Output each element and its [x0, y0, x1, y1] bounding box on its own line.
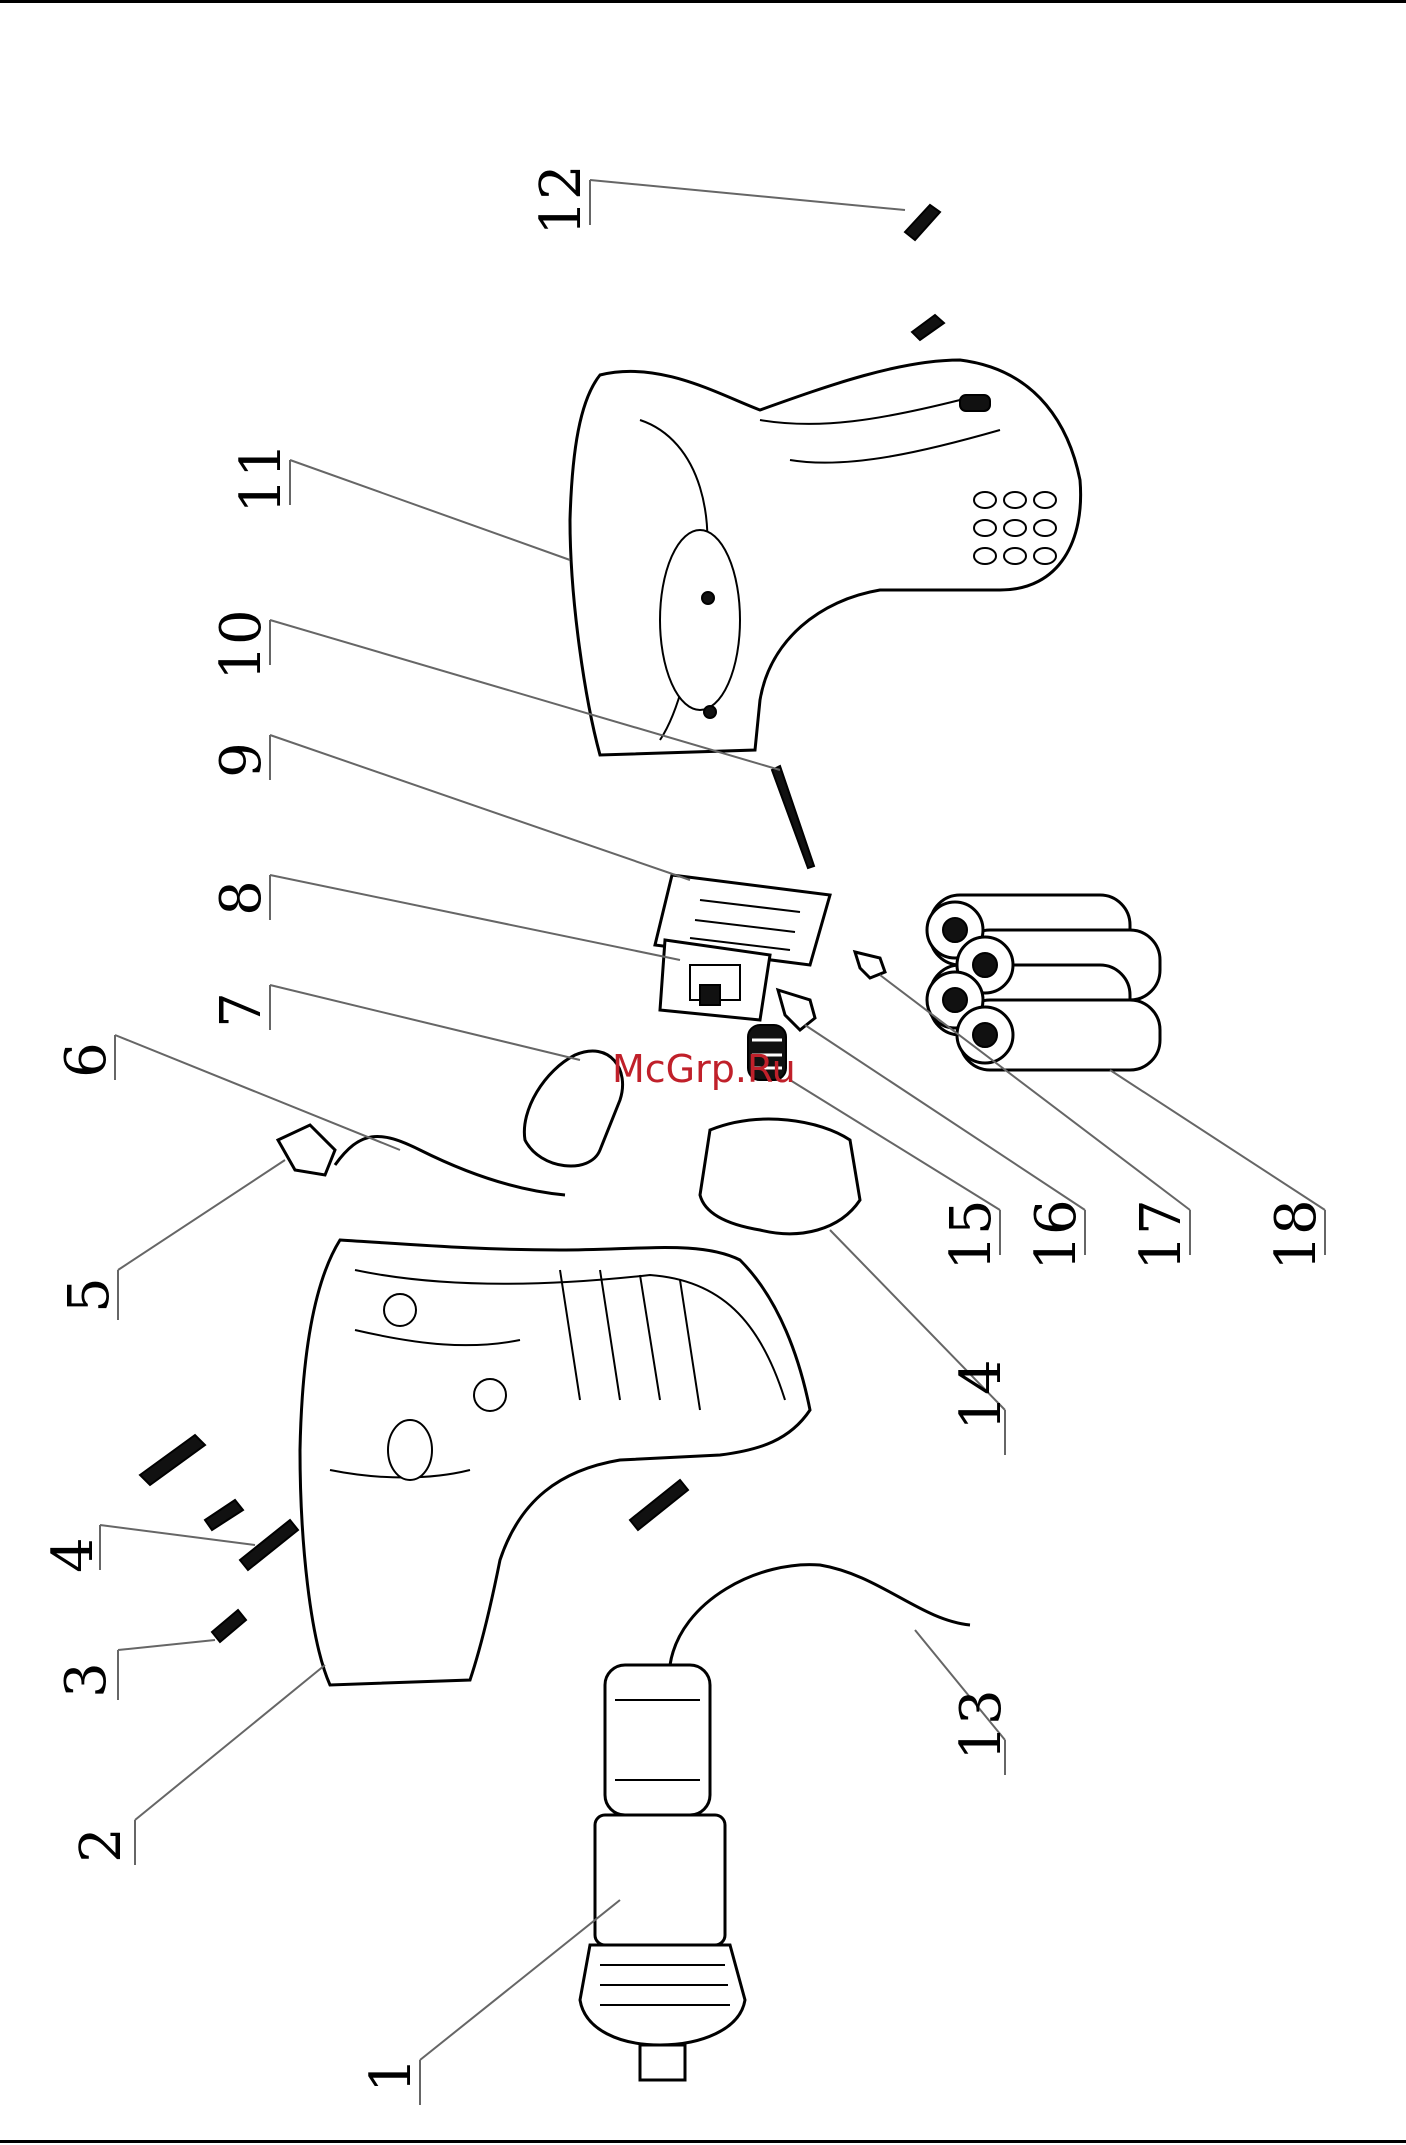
part-10-screw: [772, 766, 814, 868]
callout-13: 13: [949, 1689, 1014, 1760]
callout-4: 4: [41, 1537, 106, 1573]
part-8-switch: [660, 940, 770, 1020]
callout-5: 5: [57, 1277, 122, 1313]
callout-12: 12: [529, 164, 594, 235]
callout-2: 2: [69, 1827, 134, 1863]
part-14-battery-holder: [700, 1119, 860, 1234]
callout-6: 6: [54, 1042, 119, 1078]
callout-3: 3: [54, 1662, 119, 1698]
part-16-contact: [778, 990, 815, 1030]
callout-7: 7: [209, 992, 274, 1028]
callout-15: 15: [939, 1199, 1004, 1270]
callout-14: 14: [949, 1359, 1014, 1430]
part-7-trigger: [524, 1051, 622, 1166]
callout-9: 9: [209, 742, 274, 778]
part-13-motor: [605, 1665, 710, 1815]
part-3-screw: [212, 1610, 246, 1642]
part-11-right-housing: [570, 360, 1081, 755]
part-1-chuck-gearbox: [580, 1815, 745, 2080]
watermark: McGrp.Ru: [612, 1047, 796, 1091]
part-2-left-housing: [300, 1240, 810, 1685]
part-5-clip: [278, 1125, 335, 1175]
part-12-screws: [905, 205, 944, 340]
part-13-wire: [670, 1565, 970, 1665]
callout-1: 1: [359, 2057, 424, 2093]
callout-16: 16: [1024, 1199, 1089, 1270]
callout-10: 10: [209, 609, 274, 680]
part-18-batteries: [927, 895, 1160, 1070]
part-17-contact: [855, 952, 885, 978]
callout-8: 8: [209, 880, 274, 916]
callout-11: 11: [229, 442, 294, 513]
callout-17: 17: [1129, 1199, 1194, 1270]
callout-18: 18: [1264, 1199, 1329, 1270]
